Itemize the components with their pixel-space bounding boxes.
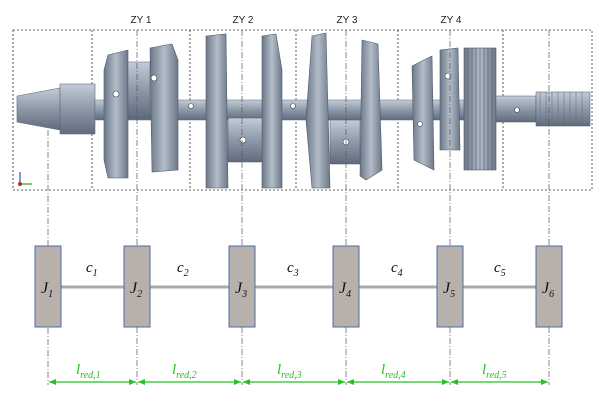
cylinder-label: ZY 3 [337,15,358,26]
cylinder-label: ZY 2 [233,15,254,26]
inertia-block [123,245,151,328]
inertia-block [34,245,62,328]
center-lines [47,30,550,385]
length-labels: lred,1 lred,2 lred,3 lred,4 lred,5 [76,362,507,381]
inertia-masses: J1 J2 J3 J4 J5 J6 [34,245,563,328]
spring-labels: c1 c2 c3 c4 c5 [86,260,506,279]
inertia-label: J4 [339,280,351,300]
inertia-block [228,245,256,328]
cylinder-label: ZY 4 [441,15,462,26]
inertia-label: J3 [235,280,247,300]
stiffness-label: c1 [86,260,98,279]
reduced-length-label: lred,4 [381,362,406,381]
stiffness-label: c3 [287,260,299,279]
inertia-label: J5 [443,280,455,300]
inertia-label: J1 [41,280,53,300]
inertia-block [332,245,360,328]
reduced-length-label: lred,5 [482,362,507,381]
axis-triad-icon [18,172,32,186]
inertia-block [535,245,563,328]
cad-panel: ZY 1 ZY 2 ZY 3 ZY 4 [12,15,593,191]
reduced-length-label: lred,1 [76,362,101,381]
inertia-label: J6 [542,280,554,300]
cylinder-label: ZY 1 [131,15,152,26]
inertia-label: J2 [130,280,142,300]
stiffness-label: c5 [494,260,506,279]
crankshaft-image [16,32,591,189]
inertia-block [436,245,464,328]
reduced-length-label: lred,3 [277,362,302,381]
stiffness-label: c2 [177,260,189,279]
reduced-length-label: lred,2 [172,362,197,381]
stiffness-label: c4 [391,260,403,279]
